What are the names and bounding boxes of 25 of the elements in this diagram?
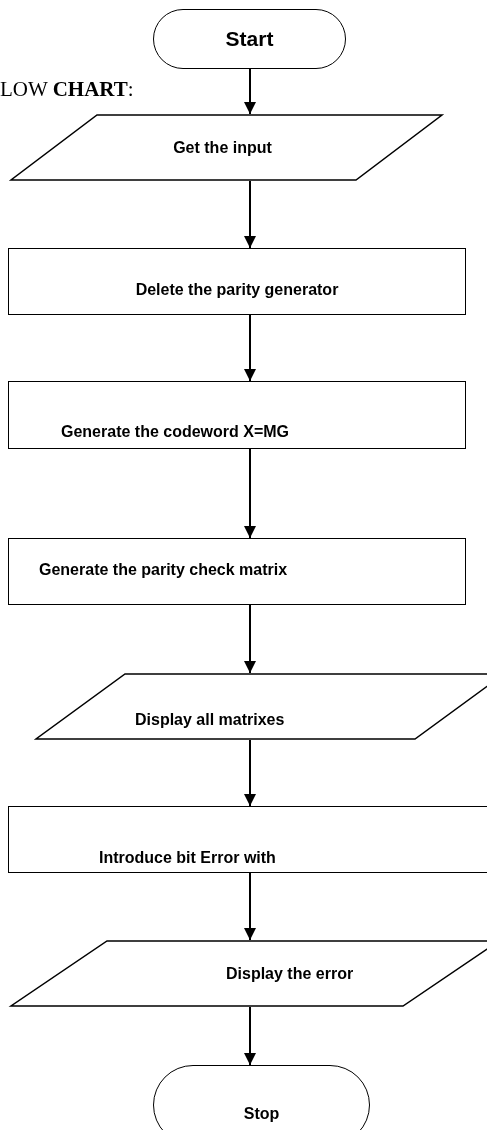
- node-label: Delete the parity generator: [135, 280, 339, 300]
- input-output-parallelogram: [10, 114, 443, 181]
- arrow: [244, 448, 256, 539]
- process-box: [8, 248, 466, 315]
- arrow: [244, 1006, 256, 1066]
- process-box: [8, 806, 487, 873]
- arrow: [244, 872, 256, 941]
- arrow: [244, 68, 256, 115]
- arrow: [244, 314, 256, 382]
- node-label: Introduce bit Error with: [99, 848, 276, 868]
- node-label: Display all matrixes: [135, 710, 285, 730]
- node-label: Get the input: [173, 137, 272, 158]
- input-output-parallelogram: [10, 940, 487, 1007]
- process-box: [8, 381, 466, 449]
- arrow: [244, 739, 256, 807]
- node-label: Generate the parity check matrix: [39, 559, 288, 580]
- node-label: Display the error: [226, 963, 354, 984]
- arrow: [244, 180, 256, 249]
- node-label: Start: [225, 26, 274, 53]
- node-label: Stop: [243, 1104, 280, 1124]
- input-output-parallelogram: [35, 673, 487, 740]
- title: LOW CHART:: [0, 76, 134, 103]
- process-box: [8, 538, 466, 605]
- arrow: [244, 604, 256, 674]
- node-label: Generate the codeword X=MG: [61, 422, 290, 442]
